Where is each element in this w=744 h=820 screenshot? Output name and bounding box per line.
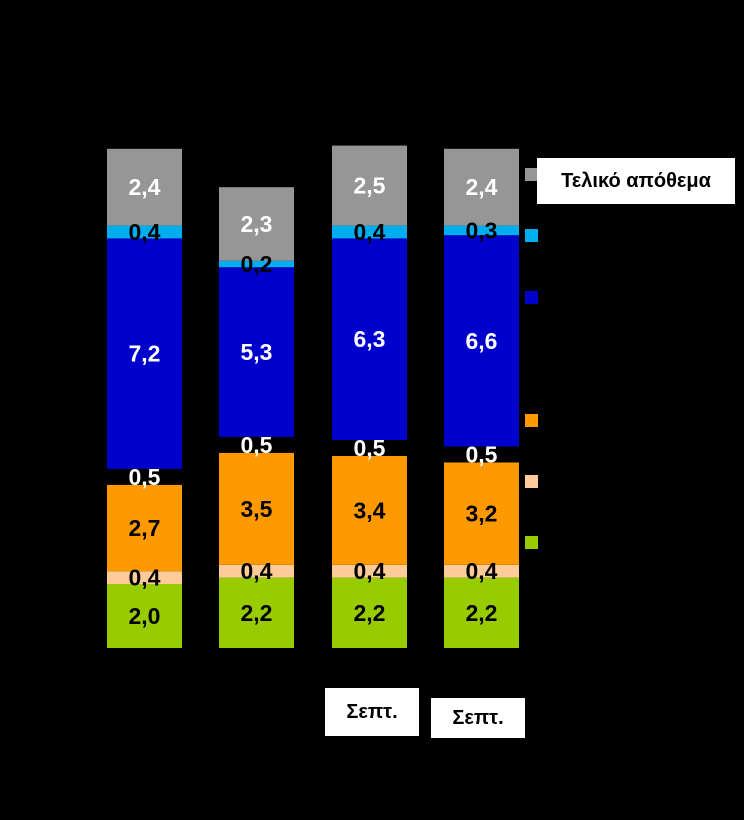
data-label-2-3: 3,5 — [241, 496, 273, 522]
x-axis-label-3: Σεπτ. — [325, 688, 419, 736]
data-label-4-1: 2,2 — [466, 600, 498, 626]
bar-segment-1-3 — [107, 484, 182, 572]
bar-segment-1-7 — [107, 148, 182, 226]
bar-segment-4-2 — [444, 564, 519, 578]
bar-segment-1-5 — [107, 238, 182, 469]
bars-layer — [107, 145, 519, 648]
bar-segment-1-4 — [107, 468, 182, 485]
data-label-3-5: 6,3 — [354, 326, 386, 352]
bar-segment-4-5 — [444, 235, 519, 447]
data-labels-layer: 2,0 0,4 2,7 0,5 7,2 0,4 2,4 2,2 0,4 3,5 0,5 5,3 0,2 2… — [129, 173, 498, 629]
data-label-1-1: 2,0 — [129, 603, 161, 629]
bar-segment-4-7 — [444, 148, 519, 226]
data-label-4-5: 6,6 — [466, 328, 498, 354]
data-label-2-6: 0,2 — [241, 251, 273, 277]
bar-segment-2-4 — [219, 436, 294, 453]
data-label-2-7: 2,3 — [241, 211, 273, 237]
bar-segment-4-1 — [444, 577, 519, 648]
bar-segment-2-2 — [219, 564, 294, 578]
data-label-4-7: 2,4 — [466, 174, 498, 200]
legend-swatch-6 — [525, 536, 538, 549]
data-label-1-6: 0,4 — [129, 219, 161, 245]
bar-segment-1-2 — [107, 571, 182, 584]
legend-swatches — [525, 168, 538, 549]
data-label-2-4: 0,5 — [241, 432, 273, 458]
data-label-3-7: 2,5 — [354, 173, 386, 199]
bar-segment-2-1 — [219, 577, 294, 648]
data-label-1-2: 0,4 — [129, 565, 161, 591]
legend-swatch-1 — [525, 168, 538, 181]
bar-segment-3-6 — [332, 225, 407, 239]
data-label-3-3: 3,4 — [354, 497, 386, 523]
data-label-1-4: 0,5 — [129, 464, 161, 490]
data-label-2-5: 5,3 — [241, 339, 273, 365]
bar-segment-4-6 — [444, 225, 519, 236]
bar-segment-3-1 — [332, 577, 407, 648]
bar-segment-2-6 — [219, 260, 294, 268]
bar-segment-2-5 — [219, 267, 294, 437]
bar-segment-3-4 — [332, 440, 407, 456]
legend-swatch-3 — [525, 291, 538, 304]
bar-segment-3-3 — [332, 456, 407, 565]
bar-segment-2-3 — [219, 452, 294, 565]
data-label-4-4: 0,5 — [466, 441, 498, 467]
data-label-4-2: 0,4 — [466, 558, 498, 584]
bar-segment-3-7 — [332, 145, 407, 226]
legend-swatch-5 — [525, 475, 538, 488]
legend-swatch-2 — [525, 229, 538, 242]
legend-label-final-stock: Τελικό απόθεμα — [537, 158, 735, 204]
bar-segment-1-6 — [107, 225, 182, 239]
x-axis-label-4: Σεπτ. — [431, 698, 525, 738]
data-label-1-5: 7,2 — [129, 341, 161, 367]
bar-segment-4-4 — [444, 446, 519, 463]
data-label-3-6: 0,4 — [354, 219, 386, 245]
data-label-4-6: 0,3 — [466, 217, 498, 243]
data-label-3-1: 2,2 — [354, 600, 386, 626]
data-label-2-2: 0,4 — [241, 558, 273, 584]
data-label-1-7: 2,4 — [129, 174, 161, 200]
legend-swatch-4 — [525, 414, 538, 427]
bar-segment-1-1 — [107, 584, 182, 648]
bar-segment-4-3 — [444, 462, 519, 565]
data-label-1-3: 2,7 — [129, 515, 161, 541]
data-label-3-2: 0,4 — [354, 558, 386, 584]
bar-segment-2-7 — [219, 187, 294, 261]
bar-segment-3-2 — [332, 564, 407, 578]
data-label-4-3: 3,2 — [466, 501, 498, 527]
bar-segment-3-5 — [332, 238, 407, 440]
data-label-2-1: 2,2 — [241, 600, 273, 626]
data-label-3-4: 0,5 — [354, 435, 386, 461]
